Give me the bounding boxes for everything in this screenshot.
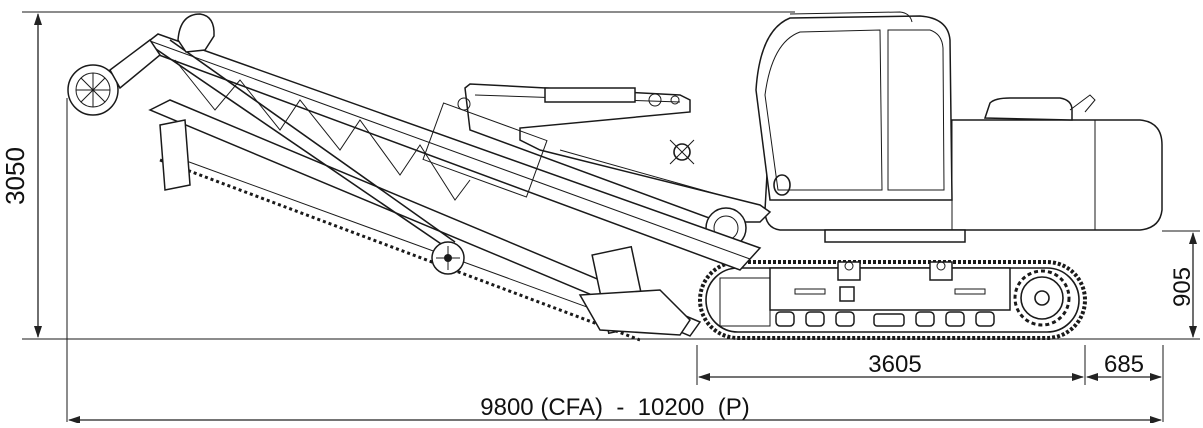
crawler-track xyxy=(698,260,1087,340)
drilling-mast xyxy=(67,13,762,342)
cab-and-body xyxy=(755,11,1163,243)
rear-overhang-label: 685 xyxy=(1104,351,1144,378)
boom-arm xyxy=(457,83,772,249)
height-label: 3050 xyxy=(0,147,30,205)
track-height-label: 905 xyxy=(1169,267,1196,307)
track-rollers xyxy=(775,311,995,327)
overall-length-label: 9800 (CFA) - 10200 (P) xyxy=(480,394,749,421)
track-length-label: 3605 xyxy=(868,351,921,378)
